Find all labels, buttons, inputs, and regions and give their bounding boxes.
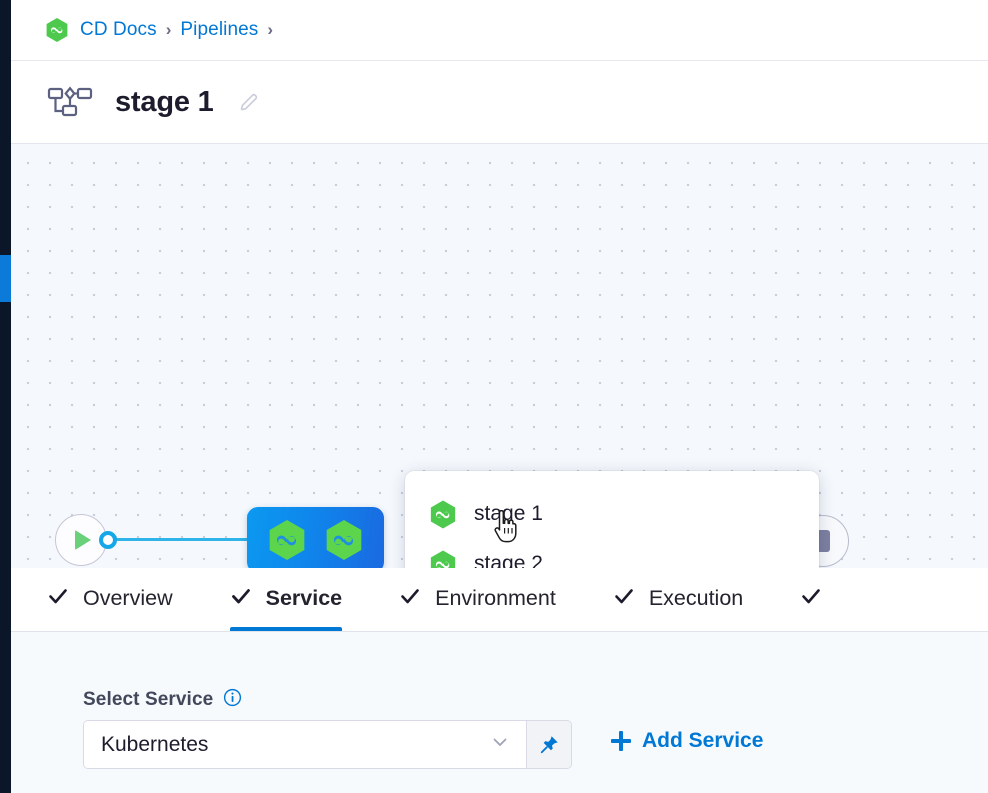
stage-list-item-label: stage 1 — [474, 502, 543, 525]
stage-group-node[interactable] — [247, 507, 384, 568]
select-service-value: Kubernetes — [101, 732, 209, 756]
check-icon — [800, 585, 822, 612]
select-service-label: Select Service — [83, 689, 214, 710]
breadcrumb-separator: › — [267, 20, 274, 39]
tab-label: Execution — [648, 586, 744, 610]
page-header: stage 1 — [11, 61, 988, 144]
info-icon[interactable] — [223, 688, 242, 712]
check-icon — [399, 585, 421, 612]
breadcrumb: CD Docs › Pipelines › — [11, 0, 988, 61]
pencil-icon[interactable] — [236, 89, 262, 115]
select-service-dropdown[interactable]: Kubernetes — [84, 721, 526, 768]
nav-rail-active-indicator — [0, 255, 11, 302]
harness-hex-icon — [429, 549, 457, 568]
page-title: stage 1 — [115, 85, 214, 118]
chevron-down-icon — [490, 732, 510, 757]
breadcrumb-item-pipelines[interactable]: Pipelines — [180, 19, 259, 40]
harness-hex-icon — [45, 17, 69, 43]
harness-hex-icon — [267, 518, 307, 562]
pipeline-edge — [115, 538, 249, 541]
tab-overview[interactable]: Overview — [47, 568, 173, 631]
stage-config-tabs: Overview Service Environment Execution — [11, 568, 988, 632]
plus-icon — [611, 731, 631, 751]
tab-label: Environment — [435, 586, 556, 610]
stage-list-item-stage-2[interactable]: stage 2 — [405, 539, 819, 568]
check-icon — [230, 585, 252, 612]
tab-service[interactable]: Service — [229, 568, 343, 631]
add-stage-glyph — [816, 530, 830, 552]
hand-pointer-cursor — [492, 509, 520, 544]
pin-icon[interactable] — [526, 721, 571, 768]
tab-label: Service — [265, 586, 343, 610]
stage-list-item-stage-1[interactable]: stage 1 — [405, 489, 819, 539]
pipeline-canvas[interactable]: stage 1 + 1 more stages Add Stage stage … — [11, 144, 988, 568]
select-service-control: Kubernetes — [83, 720, 572, 769]
tab-environment[interactable]: Environment — [399, 568, 556, 631]
harness-hex-icon — [324, 518, 364, 562]
check-icon — [47, 585, 69, 612]
breadcrumb-item-cd-docs[interactable]: CD Docs — [80, 19, 157, 40]
tab-label: Overview — [83, 586, 173, 610]
select-service-label-row: Select Service — [83, 688, 242, 712]
check-icon — [613, 585, 635, 612]
pipeline-stage-icon — [47, 85, 93, 119]
add-service-button[interactable]: Add Service — [611, 729, 763, 753]
stage-list-popup[interactable]: stage 1 stage 2 — [405, 471, 819, 568]
tab-execution[interactable]: Execution — [613, 568, 743, 631]
service-tab-panel: Select Service Kubernetes — [11, 632, 988, 793]
main-nav-rail[interactable] — [0, 0, 11, 793]
play-icon — [75, 530, 91, 550]
stage-list-item-label: stage 2 — [474, 552, 543, 568]
start-node-port[interactable] — [99, 531, 117, 549]
harness-hex-icon — [429, 499, 457, 530]
breadcrumb-separator: › — [165, 20, 172, 39]
add-service-label: Add Service — [642, 729, 764, 752]
tab-next-clipped[interactable] — [800, 568, 836, 631]
